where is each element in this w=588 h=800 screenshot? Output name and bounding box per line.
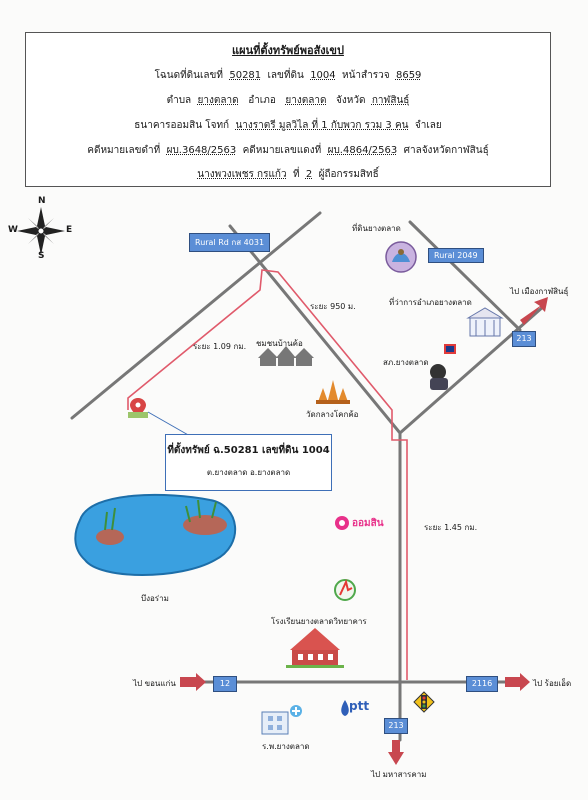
plaintiff-label: ธนาคารออมสิน โจทก์	[134, 120, 230, 131]
district-office-icon	[466, 307, 504, 337]
deed-label: โฉนดที่ดินเลขที่	[154, 70, 223, 81]
deed-line: โฉนดที่ดินเลขที่ 50281 เลขที่ดิน 1004 หน…	[26, 68, 550, 83]
black-case-value: ผบ.3648/2563	[166, 145, 237, 156]
label-land-office: ที่ดินยางตลาด	[352, 224, 401, 233]
subdistrict-label: ตำบล	[166, 95, 192, 106]
land-office-seal-icon	[385, 241, 417, 273]
compass-n: N	[38, 196, 46, 206]
label-gsb: ออมสิน	[352, 518, 384, 529]
label-to-khonkaen: ไป ขอนแก่น	[133, 679, 176, 688]
owner-no-label: ที่	[292, 169, 300, 180]
pond-icon	[74, 493, 237, 576]
arrow-kalasin-icon	[520, 297, 548, 325]
compass-e: E	[66, 225, 73, 235]
label-community: ชมชนบ้านค้อ	[256, 339, 303, 348]
gas-station-icon	[334, 579, 356, 601]
arrow-mahasarakham-icon	[388, 740, 404, 765]
route-to-property	[127, 269, 408, 680]
land-no-label: เลขที่ดิน	[267, 70, 304, 81]
land-number: 1004	[310, 70, 336, 81]
ptt-logo-icon	[341, 700, 349, 716]
black-case-label: คดีหมายเลขดำที่	[87, 145, 161, 156]
hospital-icon	[261, 705, 302, 735]
road-diagonal-west	[228, 224, 402, 435]
owner-line: นางพวงเพชร กรแก้ว ที่ 2 ผู้ถือกรรมสิทธิ์	[26, 167, 550, 182]
label-district-office: ที่ว่าการอำเภอยางตลาด	[389, 298, 472, 307]
road-label-213-bottom: 213	[384, 718, 408, 734]
owner-no-value: 2	[305, 169, 313, 180]
survey-page: 8659	[395, 70, 422, 81]
district-value: ยางตลาด	[285, 95, 327, 106]
province-label: จังหวัด	[336, 95, 366, 106]
direction-arrows	[180, 297, 548, 765]
arrow-khonkaen-icon	[180, 673, 206, 691]
label-school: โรงเรียนยางตลาดวิทยาคาร	[271, 617, 367, 626]
subdistrict-value: ยางตลาด	[197, 95, 239, 106]
district-label: อำเภอ	[248, 95, 276, 106]
police-icon	[430, 344, 456, 390]
compass-icon	[17, 207, 65, 255]
deed-number: 50281	[229, 70, 262, 81]
road-label-12: 12	[213, 676, 237, 692]
label-to-kalasin: ไป เมืองกาฬสินธุ์	[510, 287, 569, 296]
court-label: ศาลจังหวัดกาฬสินธุ์	[403, 145, 489, 156]
label-pond: บึงอร่าม	[141, 594, 169, 603]
province-value: กาฬสินธุ์	[371, 95, 410, 106]
case-line: คดีหมายเลขดำที่ ผบ.3648/2563 คดีหมายเลขแ…	[26, 143, 550, 158]
defendant-label: จำเลย	[414, 120, 442, 131]
map-title: แผนที่ตั้งทรัพย์พอสังเขป	[232, 44, 344, 57]
label-temple: วัดกลางโคกค้อ	[306, 410, 359, 419]
parties-line: ธนาคารออมสิน โจทก์ นางราตรี มูลวิไล ที่ …	[26, 118, 550, 133]
distance-2: ระยะ 950 ม.	[310, 302, 356, 311]
compass-s: S	[38, 251, 45, 261]
school-icon	[286, 628, 344, 668]
road-213-northeast	[398, 304, 546, 435]
label-hospital: ร.พ.ยางตลาด	[262, 742, 310, 751]
road-2049	[408, 220, 522, 332]
label-to-roiet: ไป ร้อยเอ็ด	[533, 679, 572, 688]
gsb-logo-icon	[335, 516, 349, 530]
road-label-213-top: 213	[512, 331, 536, 347]
header-box: แผนที่ตั้งทรัพย์พอสังเขป โฉนดที่ดินเลขที…	[25, 32, 551, 187]
owner-label: ผู้ถือกรรมสิทธิ์	[318, 169, 379, 180]
temple-icon	[316, 380, 350, 404]
distance-1: ระยะ 1.09 กม.	[193, 342, 247, 351]
compass-w: W	[8, 225, 18, 235]
red-case-value: ผบ.4864/2563	[327, 145, 398, 156]
owner-value: นางพวงเพชร กรแก้ว	[197, 169, 287, 180]
road-label-2116: 2116	[466, 676, 498, 692]
road-network	[70, 211, 546, 742]
property-info-box: ที่ตั้งทรัพย์ ฉ.50281 เลขที่ดิน 1004 ต.ย…	[165, 434, 332, 491]
traffic-light-icon	[413, 691, 435, 713]
arrow-roiet-icon	[505, 673, 530, 691]
survey-label: หน้าสำรวจ	[342, 70, 390, 81]
community-icon	[258, 346, 314, 366]
distance-3: ระยะ 1.45 กม.	[424, 523, 478, 532]
red-case-label: คดีหมายเลขแดงที่	[242, 145, 322, 156]
property-title: ที่ตั้งทรัพย์ ฉ.50281 เลขที่ดิน 1004	[167, 445, 330, 456]
property-location: ต.ยางตลาด อ.ยางตลาด	[206, 468, 291, 477]
location-pin-icon	[128, 398, 191, 437]
label-to-mahasarakham: ไป มหาสารคาม	[371, 770, 427, 779]
label-police: สภ.ยางตลาด	[383, 358, 429, 367]
road-4031	[70, 211, 322, 420]
road-label-4031: Rural Rd กส 4031	[189, 233, 271, 252]
road-label-2049: Rural 2049	[428, 248, 484, 263]
label-ptt: ptt	[349, 699, 370, 713]
location-line: ตำบล ยางตลาด อำเภอ ยางตลาด จังหวัด กาฬสิ…	[26, 93, 550, 108]
defendant-value: นางราตรี มูลวิไล ที่ 1 กับพวก รวม 3 คน	[235, 120, 409, 131]
